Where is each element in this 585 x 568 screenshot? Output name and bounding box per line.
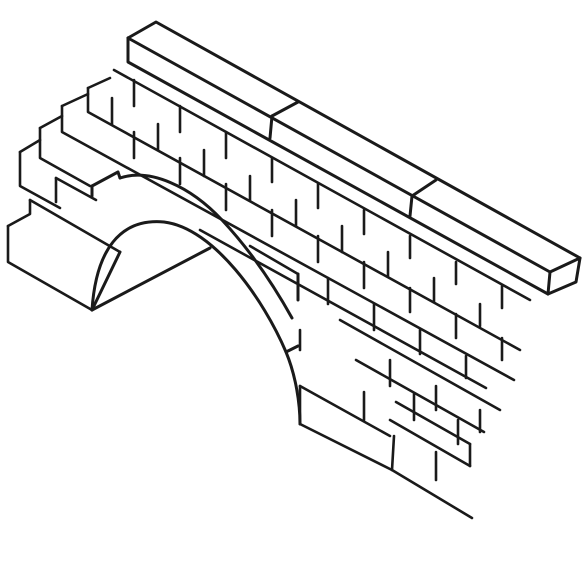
spandrel-brick-courses [6,68,532,482]
coping-stones [126,20,582,296]
arch-opening [90,170,302,426]
right-abutment [298,384,474,520]
